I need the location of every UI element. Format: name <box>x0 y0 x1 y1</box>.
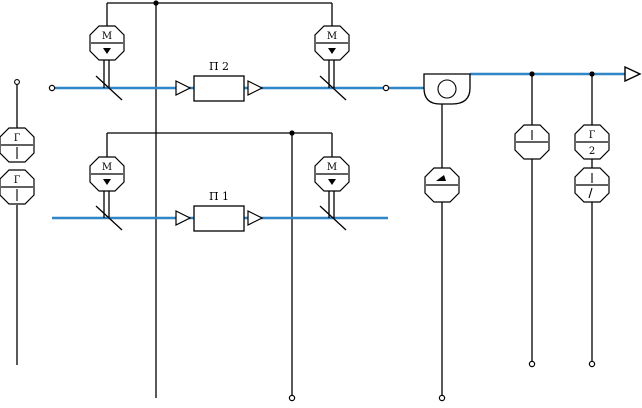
filter-unit-bottom: П 1 <box>175 190 264 232</box>
flow-arrow-icon <box>175 210 192 226</box>
filter-box <box>193 75 245 102</box>
damper-actuator-top-left: M <box>89 25 125 61</box>
sensor-right-2: Г 2 <box>574 124 610 160</box>
filter-label: П 2 <box>209 60 229 73</box>
actuator-label: M <box>327 162 337 173</box>
junction-dot <box>153 0 159 6</box>
sensor-label: Г <box>14 175 21 186</box>
filter-unit-top: П 2 <box>175 60 264 102</box>
damper-bottom-right <box>319 205 347 231</box>
flow-arrow-icon <box>247 210 264 226</box>
motor-arrow-icon <box>436 175 446 181</box>
filter-label: П 1 <box>209 190 229 203</box>
sensor-left-upper: Г <box>0 127 35 163</box>
fan-motor <box>424 167 460 203</box>
sensor-sub-label: 2 <box>589 146 595 157</box>
sensor-right-1 <box>514 124 550 160</box>
actuator-triangle-icon <box>328 48 336 54</box>
sensor-right-3 <box>574 167 610 203</box>
outlet-arrow-icon <box>624 65 642 83</box>
fan-icon <box>423 73 471 105</box>
fan-unit <box>423 73 471 105</box>
flow-arrow-icon <box>247 80 264 96</box>
sensor-label: Г <box>589 130 596 141</box>
actuator-label: M <box>102 162 112 173</box>
terminal-dot <box>288 394 296 402</box>
flow-arrow-icon <box>175 80 192 96</box>
actuator-label: M <box>327 31 337 42</box>
actuator-label: M <box>102 31 112 42</box>
sensor-label: Г <box>14 133 21 144</box>
air-ducts <box>48 65 642 220</box>
sensor-left-lower: Г <box>0 169 35 205</box>
damper-actuator-bottom-left: M <box>89 156 125 192</box>
actuator-triangle-icon <box>328 179 336 185</box>
dampers <box>95 60 347 231</box>
damper-top-right <box>319 75 347 101</box>
damper-actuator-bottom-right: M <box>314 156 350 192</box>
actuator-triangle-icon <box>103 179 111 185</box>
actuator-triangle-icon <box>103 48 111 54</box>
filter-box <box>193 205 245 232</box>
control-wiring <box>14 0 596 402</box>
damper-actuator-top-right: M <box>314 25 350 61</box>
